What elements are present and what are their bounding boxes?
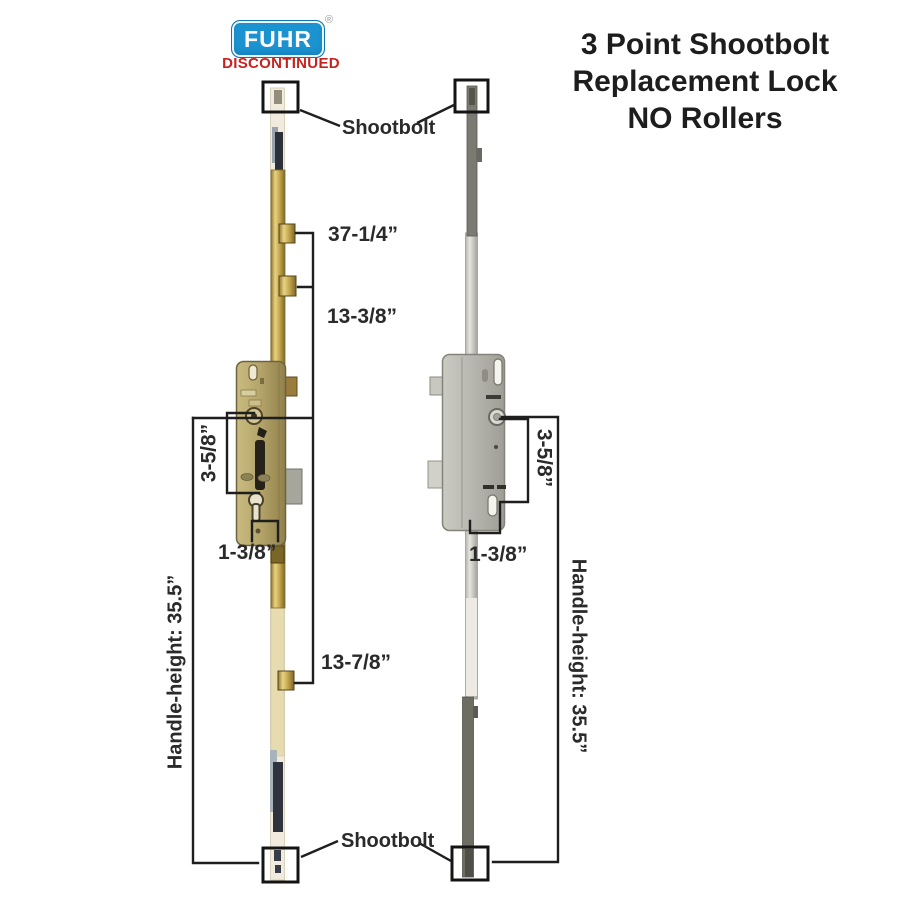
right-case-bottom-slot <box>487 494 498 517</box>
right-handle-height-line <box>491 415 560 864</box>
fuhr-logo: FUHR <box>231 20 325 58</box>
left-screw-slot-2 <box>257 474 271 482</box>
right-case-dot <box>494 445 498 449</box>
right-case-dash3 <box>497 485 506 489</box>
dim-3-5-8-right: 3-5/8” <box>532 429 555 487</box>
left-lock-point-2 <box>278 275 297 297</box>
left-lock-point-3 <box>277 670 295 691</box>
dim-13-3-8: 13-3/8” <box>327 305 397 328</box>
left-handle-height-line <box>191 416 260 865</box>
left-case-screw <box>255 528 261 534</box>
left-deadbolt <box>283 468 303 505</box>
top-right-callout-line <box>416 102 457 125</box>
right-lock-assembly <box>427 85 506 878</box>
left-bottom-shootbolt-tip2 <box>275 865 281 873</box>
product-title-line3: NO Rollers <box>627 102 783 135</box>
top-left-callout-line <box>299 108 341 128</box>
dim-1-3-8-right: 1-3/8” <box>469 543 527 566</box>
left-lock-point-1 <box>278 223 296 244</box>
left-spindle-cylinder-bracket <box>225 411 261 495</box>
right-case-dash <box>486 395 501 399</box>
left-lock-hook <box>257 427 267 438</box>
top-left-shootbolt-box <box>261 80 300 114</box>
discontinued-badge: DISCONTINUED <box>222 55 340 72</box>
right-latch-tab <box>429 376 444 396</box>
left-point-spacing-lines <box>191 231 315 685</box>
callout-boxes <box>261 78 490 884</box>
left-case-top-slot <box>248 364 258 381</box>
right-top-rod <box>466 85 478 237</box>
product-title-line2: Replacement Lock <box>572 65 838 98</box>
bottom-right-callout-line <box>418 841 452 863</box>
top-right-shootbolt-box <box>453 78 490 114</box>
left-lock-lever <box>255 440 265 490</box>
product-title-line1: 3 Point Shootbolt <box>580 28 830 61</box>
dim-13-7-8: 13-7/8” <box>321 651 391 674</box>
product-title: 3 Point Shootbolt Replacement Lock NO Ro… <box>515 26 895 137</box>
left-top-bolt-dark <box>275 132 283 174</box>
dim-1-3-8-left: 1-3/8” <box>218 541 276 564</box>
right-spindle-center <box>493 413 501 421</box>
right-spindle-cylinder-backset-bracket <box>468 417 530 535</box>
registered-trademark-mark: ® <box>325 14 334 26</box>
left-case-mark <box>260 378 264 384</box>
right-bottom-shootbolt-tip <box>465 849 473 877</box>
left-cylinder-stem <box>251 503 261 522</box>
bottom-right-shootbolt-box <box>450 845 490 882</box>
left-bottom-shootbolt-tip <box>274 850 281 861</box>
right-strip-light-section <box>466 598 477 696</box>
left-top-shootbolt-tip <box>274 90 282 104</box>
left-lock-assembly <box>235 87 303 881</box>
bottom-left-callout-line <box>300 839 339 859</box>
right-bottom-tab <box>473 706 478 718</box>
left-case-brand-plate <box>240 389 257 397</box>
fuhr-logo-text: FUHR <box>244 25 312 52</box>
left-bottom-bolt-dark <box>273 762 283 832</box>
bottom-left-shootbolt-box <box>261 846 300 884</box>
callout-lines <box>299 102 457 863</box>
dim-37-1-4: 37-1/4” <box>328 223 398 246</box>
dimension-lines <box>191 231 560 865</box>
shootbolt-bottom-label: Shootbolt <box>341 830 435 852</box>
dim-3-5-8-left: 3-5/8” <box>198 424 221 482</box>
right-top-tab <box>477 148 482 162</box>
right-case-small-slot <box>482 369 488 382</box>
right-case-top-slot <box>493 358 503 386</box>
handle-height-left-label: Handle-height: 35.5” <box>164 575 186 769</box>
left-screw-slot-1 <box>240 473 254 481</box>
handle-height-right-label: Handle-height: 35.5” <box>568 559 590 753</box>
shootbolt-top-label: Shootbolt <box>342 117 436 139</box>
right-top-shootbolt-tip <box>469 88 475 105</box>
left-backset-bracket <box>250 519 280 543</box>
left-case-plate2 <box>248 399 262 407</box>
right-case-dash2 <box>483 485 494 489</box>
